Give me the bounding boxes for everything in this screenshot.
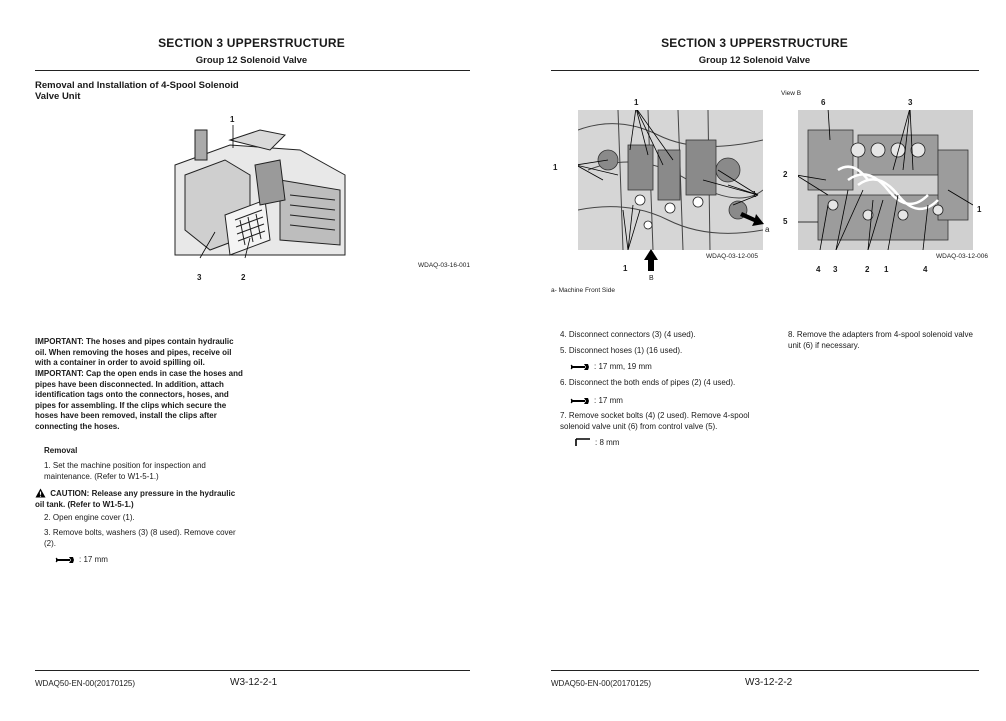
header-rule — [551, 70, 979, 71]
fig1-callout-right: 1 — [752, 190, 757, 199]
section-title: SECTION 3 UPPERSTRUCTURE — [158, 36, 345, 50]
right-page: SECTION 3 UPPERSTRUCTURE Group 12 Soleno… — [503, 0, 1006, 721]
footer-page-number: W3-12-2-2 — [745, 677, 793, 688]
left-page: SECTION 3 UPPERSTRUCTURE Group 12 Soleno… — [35, 36, 471, 688]
wrench-icon — [570, 363, 589, 370]
important-note-2: IMPORTANT: Cap the open ends in case the… — [35, 369, 243, 431]
section-title: SECTION 3 UPPERSTRUCTURE — [661, 36, 848, 50]
group-title: Group 12 Solenoid Valve — [698, 55, 811, 66]
fig2-callout-1-right: 1 — [977, 205, 982, 214]
tool-spec-6: : 17 mm — [570, 396, 623, 405]
callout-1: 1 — [230, 115, 235, 124]
fig1-callout-left: 1 — [553, 163, 558, 172]
step-3: 3. Remove bolts, washers (3) (8 used). R… — [44, 528, 236, 548]
control-valve-figure — [578, 110, 763, 250]
tool-spec-5: : 17 mm, 19 mm — [570, 362, 652, 371]
footer-rule — [551, 670, 979, 671]
view-b-label: View B — [781, 90, 802, 97]
fig2-callout-3-top: 3 — [908, 98, 913, 107]
step-6: 6. Disconnect the both ends of pipes (2)… — [560, 378, 736, 387]
footer-page-number: W3-12-2-1 — [230, 677, 278, 688]
fig2-callout-3-bottom: 3 — [833, 265, 838, 274]
fig1-callout-top: 1 — [634, 98, 639, 107]
fig2-callout-1-bottom: 1 — [884, 265, 889, 274]
step-8: 8. Remove the adapters from 4-spool sole… — [788, 330, 973, 350]
fig2-callout-4-left: 4 — [816, 265, 821, 274]
removal-heading: Removal — [44, 446, 78, 455]
fig2-callout-5: 5 — [783, 217, 788, 226]
footer-code: WDAQ50-EN-00(20170125) — [35, 679, 136, 688]
engine-cover-figure — [170, 120, 352, 260]
fig1-callout-bottom: 1 — [623, 264, 628, 273]
fig2-callout-4-right: 4 — [923, 265, 928, 274]
label-b: B — [649, 275, 654, 282]
step-5: 5. Disconnect hoses (1) (16 used). — [560, 346, 683, 355]
callout-2: 2 — [241, 273, 246, 282]
caution-note: CAUTION: Release any pressure in the hyd… — [35, 488, 236, 509]
footer-rule — [35, 670, 470, 671]
callout-3: 3 — [197, 273, 202, 282]
fig1-id: WDAQ-03-12-005 — [706, 253, 759, 260]
view-b-figure — [798, 110, 973, 250]
figure-id: WDAQ-03-16-001 — [418, 262, 471, 269]
tool-spec-7: : 8 mm — [575, 438, 619, 447]
header-rule — [35, 70, 470, 71]
fig2-callout-6: 6 — [821, 98, 826, 107]
step-1: 1. Set the machine position for inspecti… — [44, 461, 206, 481]
wrench-icon — [55, 556, 74, 563]
hex-key-icon — [575, 438, 590, 446]
figure-legend: a- Machine Front Side — [551, 287, 615, 294]
tool-spec: : 17 mm — [55, 555, 108, 564]
group-title: Group 12 Solenoid Valve — [195, 55, 308, 66]
footer-code: WDAQ50-EN-00(20170125) — [551, 679, 652, 688]
step-2: 2. Open engine cover (1). — [44, 513, 135, 522]
arrow-b-icon — [644, 249, 658, 271]
step-4: 4. Disconnect connectors (3) (4 used). — [560, 330, 696, 339]
caution-icon — [35, 488, 46, 498]
wrench-icon — [570, 397, 589, 404]
important-note-1: IMPORTANT: The hoses and pipes contain h… — [35, 337, 234, 367]
step-7: 7. Remove socket bolts (4) (2 used). Rem… — [560, 411, 750, 431]
arrow-a-icon — [740, 212, 764, 226]
label-a: a — [765, 225, 770, 234]
procedure-heading: Removal and Installation of 4-Spool Sole… — [35, 80, 239, 102]
fig2-callout-2-bottom: 2 — [865, 265, 870, 274]
fig2-id: WDAQ-03-12-006 — [936, 253, 989, 260]
fig2-callout-2-left: 2 — [783, 170, 788, 179]
